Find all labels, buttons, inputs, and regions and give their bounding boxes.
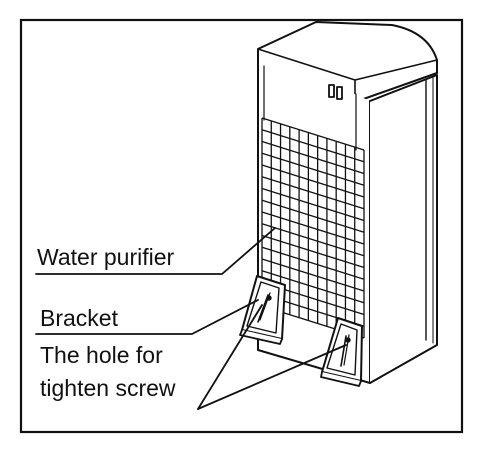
grille-horizontal-line (261, 140, 365, 175)
label-water-purifier: Water purifier (37, 244, 175, 270)
grille-horizontal-line (261, 129, 365, 163)
grille-horizontal-line (261, 199, 365, 233)
label-hole-line2: tighten screw (40, 375, 176, 401)
grille-horizontal-line (261, 211, 365, 245)
grille-horizontal-line (261, 223, 365, 257)
right-bracket-inner (326, 323, 358, 376)
grille-horizontal-line (261, 164, 365, 198)
grille-horizontal-line (261, 117, 365, 151)
left-bracket (239, 275, 286, 345)
grille-horizontal-line (261, 258, 365, 292)
indicator-left (328, 84, 335, 98)
leader-lines (35, 227, 347, 410)
right-bracket-slot (340, 335, 347, 367)
left-bracket-slot (257, 294, 269, 323)
grille-horizontal-line (261, 176, 365, 210)
grille-horizontal-line (261, 187, 365, 222)
label-bracket: Bracket (40, 305, 119, 331)
left-bracket-base (239, 329, 283, 345)
right-screw-hole (345, 337, 351, 343)
grille-horizontal-line (261, 234, 365, 269)
label-hole-line1: The hole for (40, 342, 163, 368)
grille-horizontal-line (261, 246, 365, 280)
leader-bracket (35, 299, 259, 335)
grille-horizontal-line (261, 270, 365, 304)
side-face (369, 74, 438, 384)
indicator-right (336, 86, 343, 100)
leader-hole-left (197, 304, 263, 410)
grille-horizontal-line (261, 152, 365, 186)
left-screw-hole (266, 295, 272, 301)
right-bracket (320, 317, 363, 387)
leader-hole-right (197, 344, 347, 410)
leader-water-purifier (35, 227, 276, 275)
right-bracket-base (320, 371, 362, 387)
diagram-frame (19, 18, 464, 434)
